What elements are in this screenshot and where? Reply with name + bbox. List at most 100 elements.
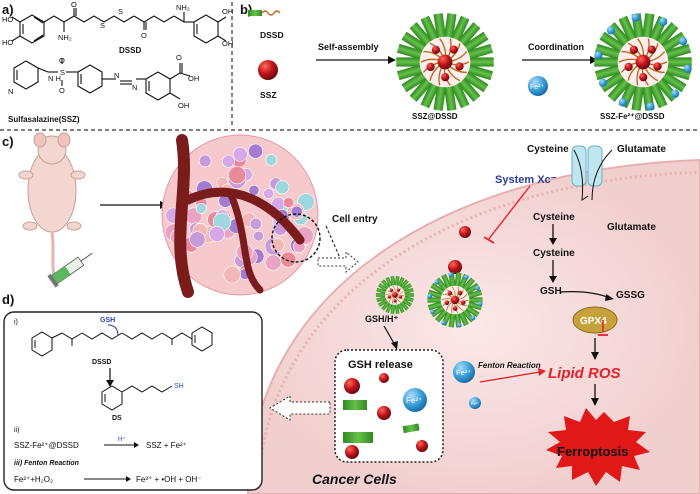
- nanoparticle-fe: [430, 309, 435, 315]
- tumor-cell: [228, 166, 247, 185]
- nanoparticle-ssz: [647, 45, 656, 54]
- nanoparticle-ssz: [387, 295, 391, 299]
- nanoparticle-rod: [461, 277, 476, 292]
- nanoparticle-fe: [456, 322, 462, 328]
- tumor-cell: [223, 265, 241, 284]
- nanoparticle-rod: [659, 31, 687, 54]
- ssz-structure: [13, 58, 191, 101]
- ssz-legend-label: SSZ: [260, 90, 277, 100]
- nanoparticle-rod: [399, 279, 409, 290]
- coordination-label: Coordination: [528, 42, 584, 52]
- gsh-h-label: GSH/H⁺: [365, 314, 399, 324]
- nanoparticle-fe: [631, 13, 640, 22]
- tumor-cell: [270, 238, 285, 252]
- nanoparticle-rod: [466, 301, 483, 311]
- tumor-cell: [249, 217, 262, 230]
- nanoparticle-rod: [430, 304, 446, 318]
- tumor-cell: [222, 154, 235, 168]
- nanoparticle-rod: [396, 64, 425, 81]
- nanoparticle-rod: [594, 64, 623, 81]
- cell-entry-arrow: [317, 250, 359, 274]
- tumor-cell: [232, 147, 248, 162]
- panel-a-letter: a): [2, 2, 14, 17]
- ssz-structure-label: Sulfasalazine(SSZ): [8, 115, 80, 124]
- nanoparticle-rod: [456, 76, 481, 102]
- nanoparticle-fe: [606, 26, 616, 35]
- nanoparticle-rod: [394, 303, 400, 315]
- s-label-1: S: [100, 21, 105, 30]
- nanoparticle-rod: [404, 293, 415, 297]
- nanoparticle-rod: [663, 43, 692, 60]
- blood-vessel: [174, 134, 194, 298]
- ssz-dssd-label: SSZ@DSSD: [412, 112, 458, 121]
- ssz-fe-dssd-nanoparticle: [594, 13, 692, 111]
- nanoparticle-rod: [433, 13, 447, 40]
- release-to-d-arrow: [269, 395, 331, 421]
- ssz-legend-icon: [258, 60, 278, 80]
- tumor-cell: [280, 251, 297, 268]
- nanoparticle-fe: [477, 301, 483, 307]
- nanoparticle-core: [437, 54, 453, 70]
- ssz-ball-2: [448, 260, 462, 274]
- nanoparticle-ssz: [653, 62, 662, 71]
- o-label-3: O: [59, 56, 65, 65]
- nanoparticle-rod: [468, 57, 494, 67]
- d-reaction-iii-right: Fe³⁺ + •OH + OH⁻: [136, 475, 201, 484]
- d-reaction-iii-left: Fe²⁺+H₂O₂: [14, 475, 53, 484]
- nanoparticle-rod: [607, 76, 632, 102]
- nanoparticle-rod: [385, 276, 393, 288]
- gssg-label: GSSG: [616, 290, 645, 301]
- tumor-cell: [265, 254, 282, 271]
- oh-label-1: OH: [222, 7, 233, 16]
- nanoparticle-rod: [464, 282, 480, 296]
- nanoparticle-rod: [430, 282, 446, 296]
- o-label-4: O: [59, 86, 65, 95]
- cysteine-mid-label: Cysteine: [533, 212, 575, 223]
- nanoparticle-rod: [376, 287, 387, 295]
- fe-ion-icon-b: [528, 76, 548, 96]
- nanoparticle-rod: [401, 298, 413, 307]
- nanoparticle-rod: [663, 64, 692, 81]
- nanoparticle-rod: [443, 84, 457, 111]
- tumor-tissue: [161, 134, 321, 298]
- nanoparticle-fe: [678, 37, 688, 46]
- inhibit-line: [487, 185, 531, 241]
- oh-label-2: OH: [222, 39, 233, 48]
- fe-ion-icon-c1: [453, 361, 475, 383]
- tumor-cell: [189, 231, 206, 248]
- nanoparticle-rod: [396, 43, 425, 60]
- nanoparticle-ssz: [452, 306, 458, 311]
- d-dssd-label: DSSD: [92, 359, 111, 366]
- fenton-label: Fenton Reaction: [478, 361, 541, 370]
- nanoparticle-rod: [599, 70, 627, 93]
- nanoparticle-rod: [427, 297, 443, 303]
- nanoparticle-rod: [403, 295, 414, 303]
- ssz-dssd-nanoparticle: [396, 13, 494, 111]
- fe-ion-label-b: Fe²⁺: [530, 84, 545, 91]
- nanoparticle-rod: [420, 81, 440, 109]
- nanoparticle-rod: [450, 15, 470, 43]
- tumor-cell: [195, 202, 207, 214]
- nanoparticle-rod: [390, 275, 396, 287]
- zoom-circle: [271, 213, 321, 263]
- cancer-cells-label: Cancer Cells: [312, 471, 397, 487]
- ho-label-2: HO: [2, 38, 13, 47]
- nanoparticle-rod: [401, 31, 429, 54]
- nanoparticle-fe: [646, 102, 655, 111]
- o-label-2: O: [141, 31, 147, 40]
- dssd-legend-icon: [248, 10, 281, 16]
- nanoparticle-rod: [381, 279, 391, 290]
- blood-vessel-branch: [183, 187, 305, 245]
- nanoparticle-rod: [466, 289, 483, 299]
- nanoparticle-rod: [376, 295, 387, 303]
- nanoparticle-rod: [659, 70, 687, 93]
- nanoparticle-rod: [385, 302, 393, 314]
- fe2-label-c1: Fe²⁺: [456, 368, 471, 377]
- nanoparticle-ssz: [426, 62, 435, 72]
- nanoparticle-rod: [464, 304, 480, 318]
- self-assembly-arrow: [388, 56, 396, 64]
- nanoparticle-fe: [464, 274, 469, 280]
- glutamate-top-label: Glutamate: [617, 144, 666, 155]
- nanoparticle-ssz: [624, 62, 633, 72]
- nanoparticle-rod: [420, 15, 440, 43]
